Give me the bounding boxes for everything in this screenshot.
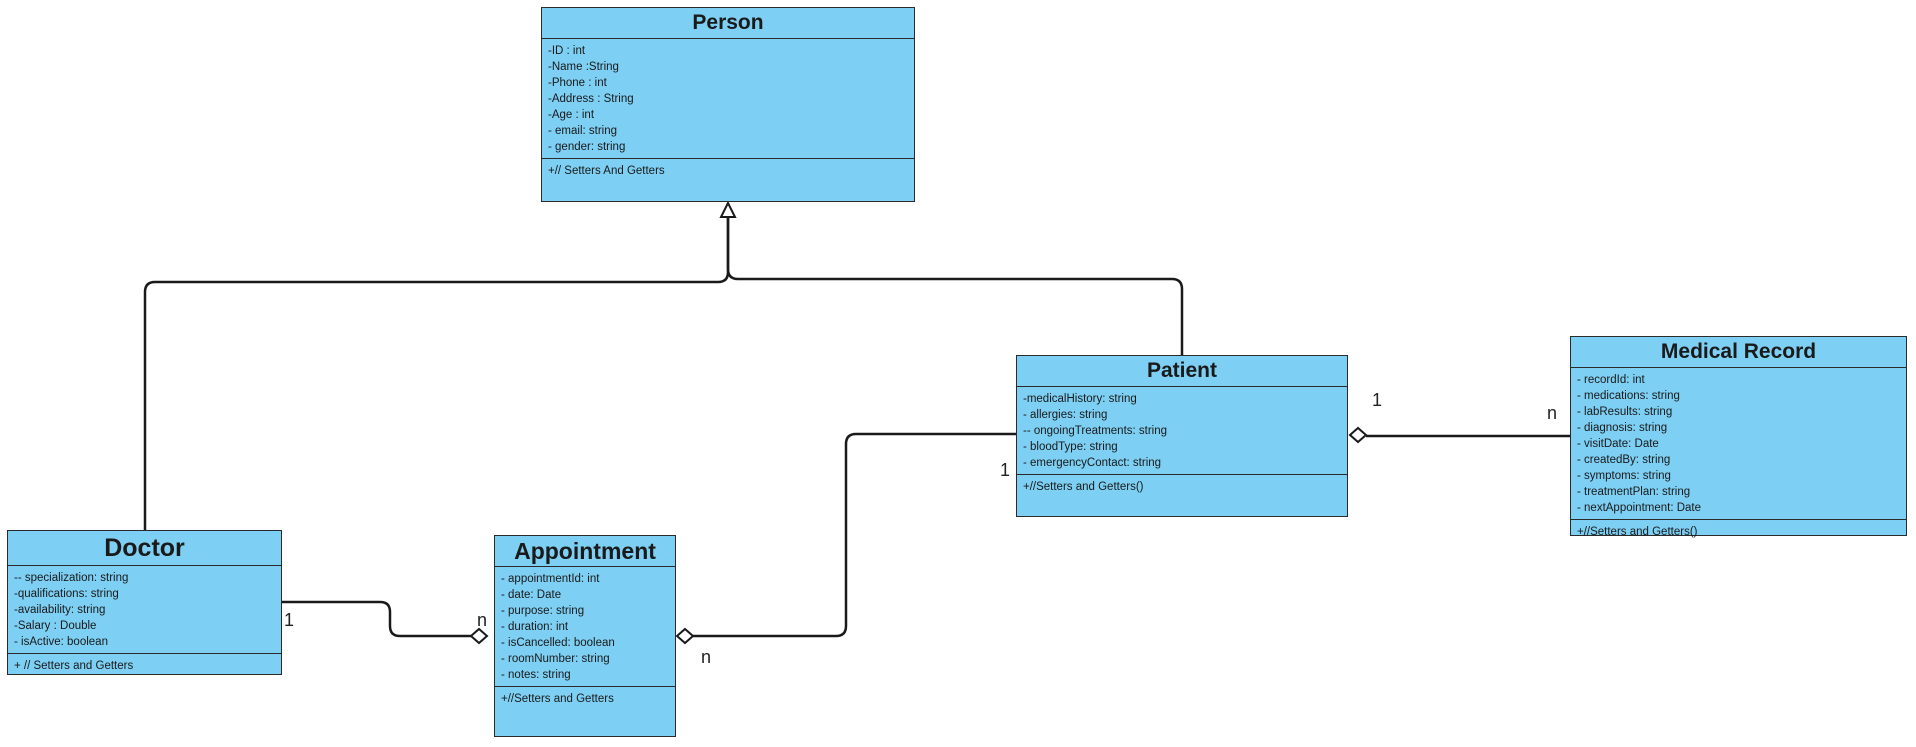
patient-medicalrecord-aggregation-diamond (1348, 426, 1368, 444)
attributes-compartment: -- specialization: string -qualification… (8, 566, 281, 654)
class-name: Appointment (495, 536, 675, 567)
operation: +//Setters and Getters() (1577, 526, 1698, 538)
multiplicity-doctor-appointment-doctor-end: 1 (284, 610, 295, 630)
attribute: -Salary : Double (14, 620, 97, 632)
attribute: - isCancelled: boolean (501, 637, 615, 649)
attribute: -- ongoingTreatments: string (1023, 425, 1168, 437)
attribute: - email: string (548, 125, 618, 137)
multiplicity-doctor-appointment-appointment-end: n (477, 610, 488, 630)
attribute: -ID : int (548, 45, 586, 57)
attribute: - emergencyContact: string (1023, 457, 1162, 469)
class-name: Patient (1017, 356, 1347, 387)
attribute: -Address : String (548, 93, 634, 105)
attribute: - visitDate: Date (1577, 438, 1659, 450)
appointment-patient-line (693, 432, 1016, 638)
attribute: - date: Date (501, 589, 562, 601)
attribute: - purpose: string (501, 605, 585, 617)
attribute: -- specialization: string (14, 572, 129, 584)
attribute: -medicalHistory: string (1023, 393, 1137, 405)
attribute: -qualifications: string (14, 588, 119, 600)
operation: +//Setters and Getters (501, 693, 614, 705)
multiplicity-appointment-patient-patient-end: 1 (1000, 460, 1011, 480)
patient-inherits-person-line (726, 218, 1184, 355)
multiplicity-patient-record-patient-end: 1 (1372, 390, 1383, 410)
attribute: - appointmentId: int (501, 573, 600, 585)
class-person[interactable]: Person -ID : int -Name :String -Phone : … (541, 7, 915, 202)
operations-compartment: +// Setters And Getters (542, 159, 914, 179)
attribute: - diagnosis: string (1577, 422, 1668, 434)
multiplicity-patient-record-record-end: n (1547, 403, 1558, 423)
attribute: - treatmentPlan: string (1577, 486, 1691, 498)
attribute: - allergies: string (1023, 409, 1108, 421)
class-doctor[interactable]: Doctor -- specialization: string -qualif… (7, 530, 282, 675)
attribute: - isActive: boolean (14, 636, 108, 648)
attribute: - nextAppointment: Date (1577, 502, 1702, 514)
class-name: Doctor (8, 531, 281, 566)
doctor-appointment-line (282, 600, 471, 638)
attributes-compartment: -ID : int -Name :String -Phone : int -Ad… (542, 39, 914, 159)
attribute: -availability: string (14, 604, 106, 616)
class-name: Medical Record (1571, 337, 1906, 368)
attribute: - duration: int (501, 621, 569, 633)
operation: +// Setters And Getters (548, 165, 665, 177)
attribute: - recordId: int (1577, 374, 1645, 386)
operation: + // Setters and Getters (14, 660, 134, 672)
multiplicity-appointment-patient-appointment-end: n (701, 647, 712, 667)
class-appointment[interactable]: Appointment - appointmentId: int - date:… (494, 535, 676, 737)
operations-compartment: +//Setters and Getters (495, 687, 675, 707)
doctor-inherits-person-line (143, 218, 730, 530)
attribute: - gender: string (548, 141, 626, 153)
attribute: -Name :String (548, 61, 619, 73)
appointment-patient-aggregation-diamond (675, 627, 695, 645)
class-patient[interactable]: Patient -medicalHistory: string - allerg… (1016, 355, 1348, 517)
attribute: - roomNumber: string (501, 653, 610, 665)
operation: +//Setters and Getters() (1023, 481, 1144, 493)
class-name: Person (542, 8, 914, 39)
attribute: - labResults: string (1577, 406, 1673, 418)
attribute: - createdBy: string (1577, 454, 1671, 466)
attribute: - bloodType: string (1023, 441, 1118, 453)
attribute: -Phone : int (548, 77, 607, 89)
attribute: -Age : int (548, 109, 595, 121)
generalization-arrowhead (719, 200, 737, 218)
attributes-compartment: -medicalHistory: string - allergies: str… (1017, 387, 1347, 475)
operations-compartment: + // Setters and Getters (8, 654, 281, 674)
attributes-compartment: - recordId: int - medications: string - … (1571, 368, 1906, 520)
operations-compartment: +//Setters and Getters() (1017, 475, 1347, 495)
attribute: - symptoms: string (1577, 470, 1671, 482)
attribute: - notes: string (501, 669, 571, 681)
attribute: - medications: string (1577, 390, 1680, 402)
class-medical-record[interactable]: Medical Record - recordId: int - medicat… (1570, 336, 1907, 538)
attributes-compartment: - appointmentId: int - date: Date - purp… (495, 567, 675, 687)
doctor-appointment-aggregation-diamond (469, 627, 489, 645)
operations-compartment: +//Setters and Getters() (1571, 520, 1906, 540)
